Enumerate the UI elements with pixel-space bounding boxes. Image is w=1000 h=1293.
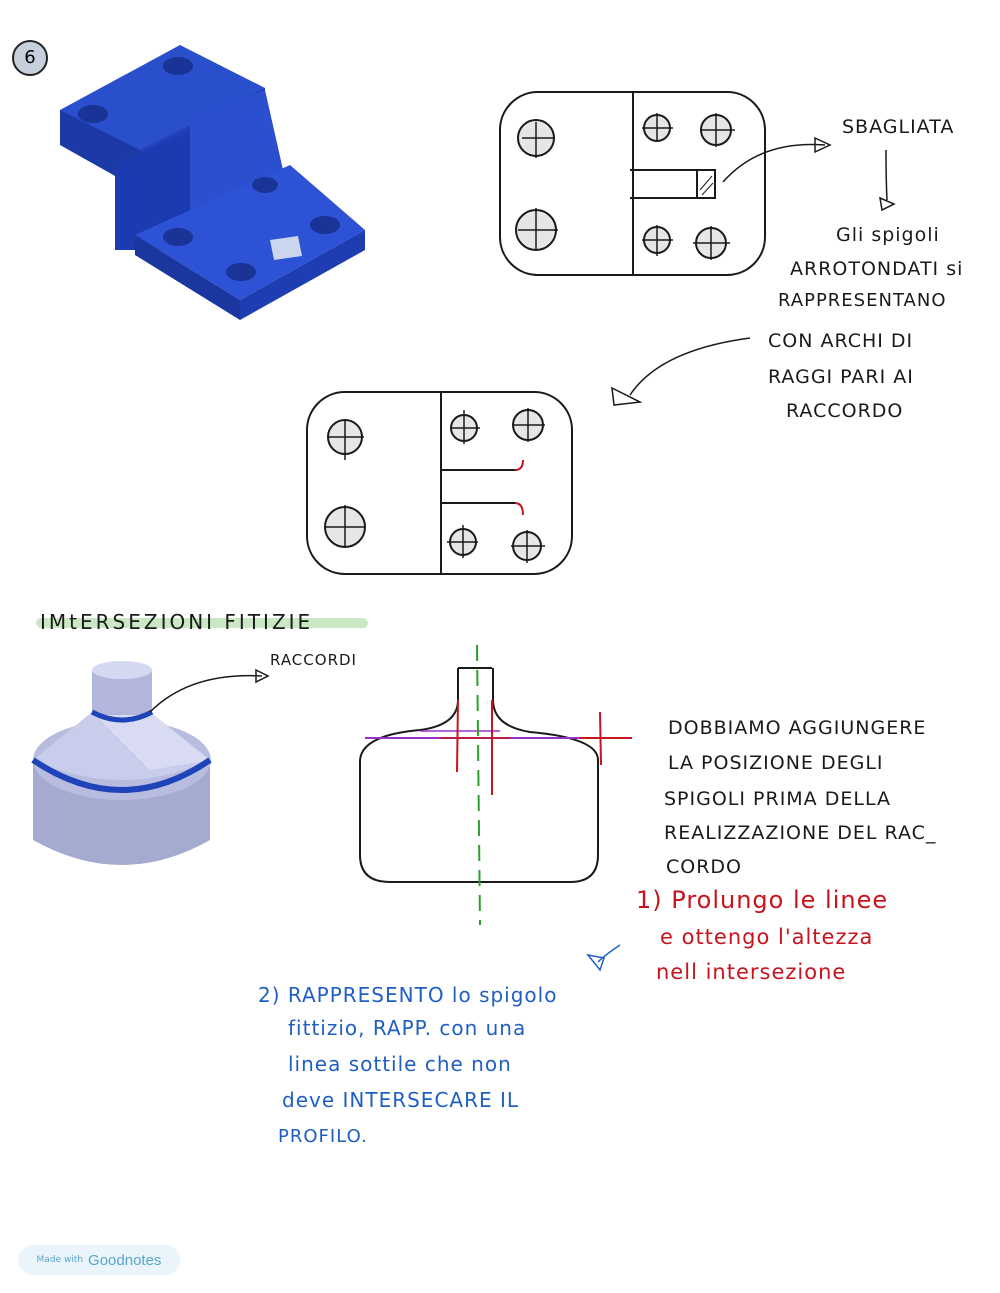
instruction-line-5: CORDO	[666, 856, 743, 878]
step2-line-5: PROFILO.	[278, 1126, 368, 1147]
explanation-line-6: RACCORDO	[786, 400, 904, 422]
watermark-brand: Goodnotes	[88, 1251, 162, 1269]
section-title: IMtERSEZIONI FITIZIE	[40, 610, 314, 634]
step2-line-1: 2) RAPPRESENTO lo spigolo	[258, 983, 558, 1007]
step2-line-4: deve INTERSECARE IL	[282, 1088, 520, 1112]
bracket-3d-model	[60, 45, 365, 320]
blue-arrow	[586, 944, 621, 972]
step1-line-3: nell intersezione	[656, 960, 847, 984]
plan-view-wrong	[499, 91, 766, 276]
explanation-line-5: RAGGI PARI AI	[768, 366, 914, 388]
raccordi-arrow	[149, 668, 270, 713]
explanation-line-2: ARROTONDATI si	[790, 258, 964, 280]
front-view-profile	[359, 644, 632, 926]
goodnotes-watermark: Made with Goodnotes	[18, 1245, 180, 1275]
step2-line-2: fittizio, RAPP. con una	[288, 1016, 527, 1040]
annotation-arrows-top	[611, 136, 896, 406]
plan-view-correct	[306, 391, 573, 575]
instruction-line-1: DOBBIAMO AGGIUNGERE	[668, 717, 927, 739]
explanation-line-4: CON ARCHI DI	[768, 330, 914, 352]
step1-line-2: e ottengo l'altezza	[660, 925, 874, 949]
step1-line-1: 1) Prolungo le linee	[636, 886, 889, 914]
label-raccordi: RACCORDI	[270, 651, 357, 669]
explanation-line-1: Gli spigoli	[836, 224, 940, 246]
step2-line-3: linea sottile che non	[288, 1052, 512, 1076]
instruction-line-3: SPIGOLI PRIMA DELLA	[664, 788, 891, 810]
watermark-prefix: Made with	[36, 1255, 84, 1265]
explanation-line-3: RAPPRESENTANO	[778, 290, 947, 311]
label-sbagliata: SBAGLIATA	[842, 116, 955, 138]
page-number-badge: 6	[12, 40, 48, 76]
title-highlight	[36, 618, 368, 628]
instruction-line-2: LA POSIZIONE DEGLI	[668, 752, 884, 774]
instruction-line-4: REALIZZAZIONE DEL RAC_	[664, 822, 937, 844]
cone-3d-model	[31, 661, 212, 865]
